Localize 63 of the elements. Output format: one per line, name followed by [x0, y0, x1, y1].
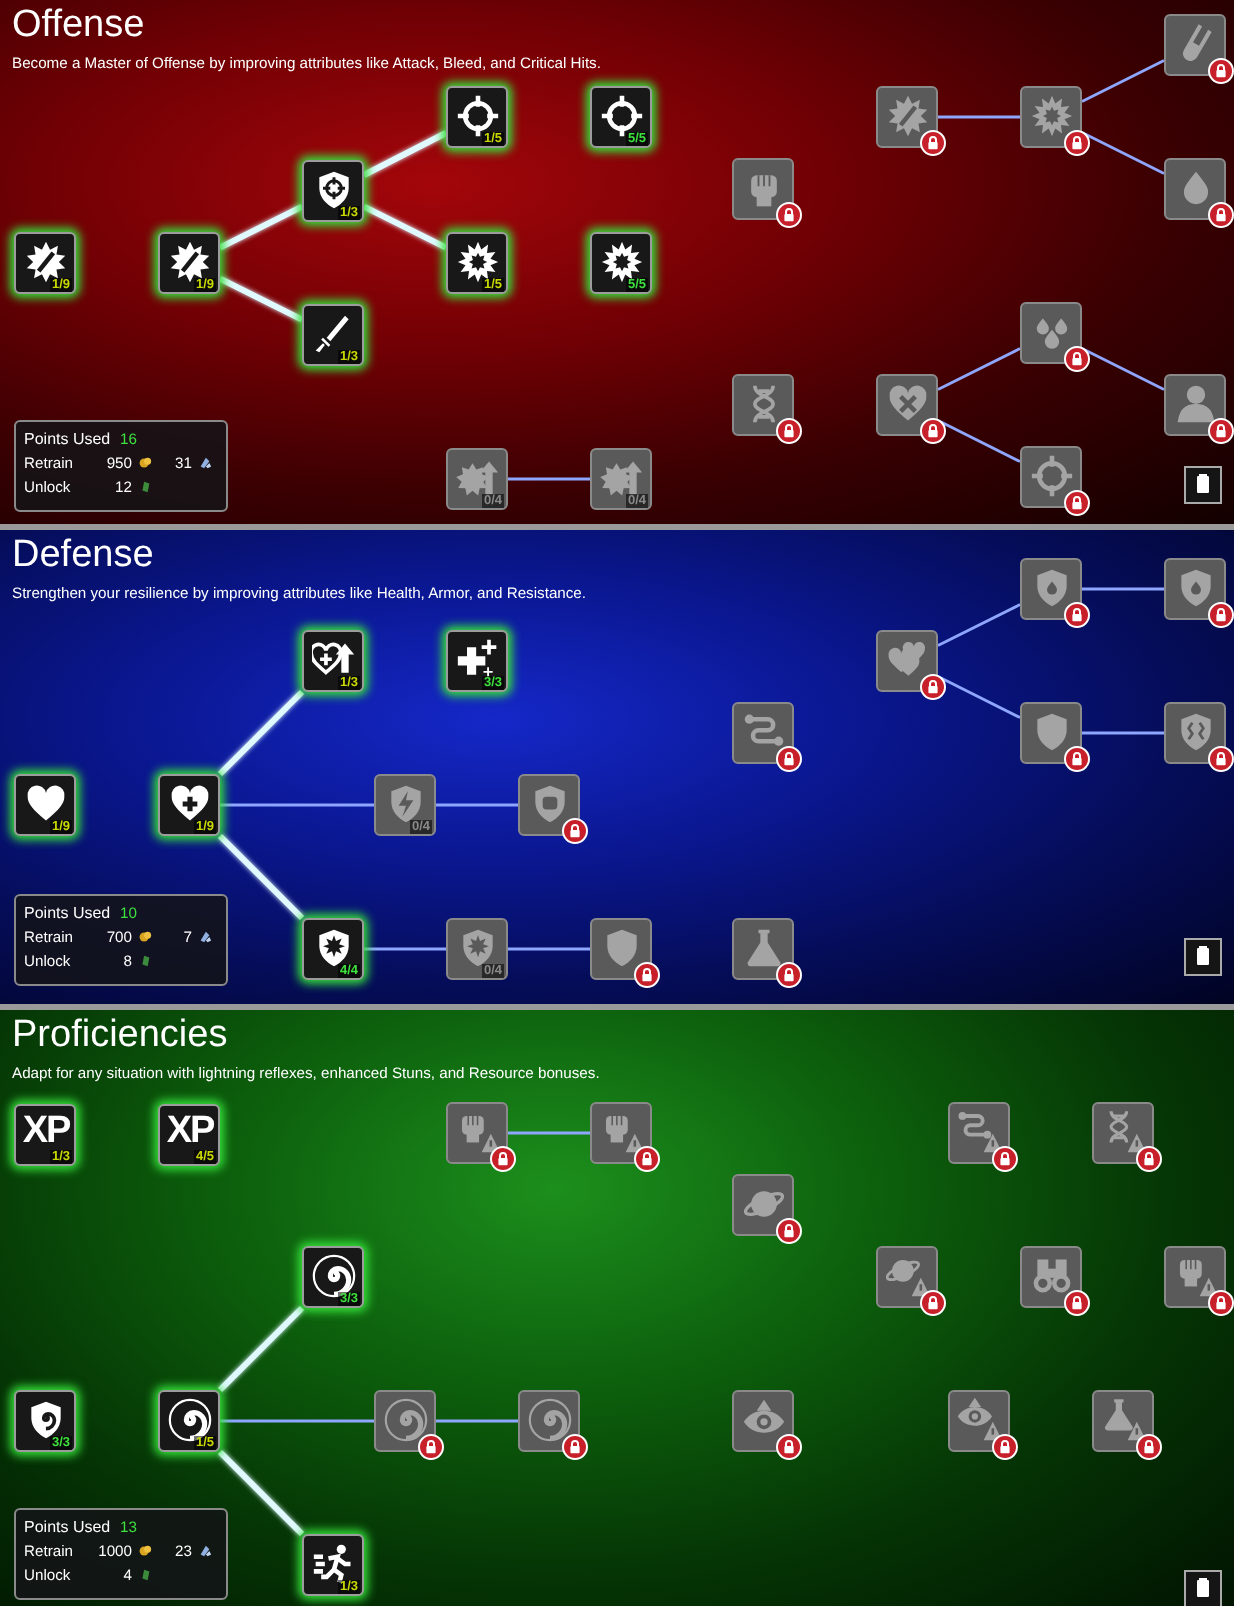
skill-tile: [158, 1104, 220, 1166]
skill-tile: [302, 630, 364, 692]
connector-line: [937, 347, 1021, 391]
skill-tile: [158, 1390, 220, 1452]
connector-line: [436, 1419, 518, 1423]
skill-tile: [302, 918, 364, 980]
panel-title: Defense: [12, 534, 154, 578]
connector-line: [217, 1449, 305, 1537]
connector-line: [218, 275, 304, 323]
connector-line: [508, 947, 590, 951]
skill-tree-panel: [0, 1010, 1234, 1606]
skill-tile: [446, 448, 508, 510]
stats-panel: [14, 420, 228, 512]
skill-tile: [590, 232, 652, 294]
stat-label: Points Used: [24, 904, 111, 922]
connector-line: [1082, 587, 1164, 591]
icon-text: XP: [164, 1112, 216, 1152]
icon-text: XP: [20, 1112, 72, 1152]
skill-tile: [158, 232, 220, 294]
connector-line: [218, 203, 304, 251]
connector-line: [1082, 731, 1164, 735]
connector-line: [937, 603, 1021, 647]
skill-tile: [14, 774, 76, 836]
connector-line: [364, 947, 446, 951]
stats-panel: [14, 1508, 228, 1600]
skill-tile: [446, 630, 508, 692]
skill-tile: [14, 1390, 76, 1452]
skill-tile: [14, 1104, 76, 1166]
skill-tile: [446, 232, 508, 294]
skill-tile: [374, 774, 436, 836]
skill-tree-panel: [0, 530, 1234, 1004]
connector-line: [362, 203, 448, 251]
connector-line: [362, 130, 448, 178]
connector-line: [220, 803, 374, 807]
connector-line: [1081, 59, 1165, 103]
connector-line: [508, 1131, 590, 1135]
skill-tile: [158, 774, 220, 836]
skill-tile: [302, 1534, 364, 1596]
stat-label: Points Used: [24, 430, 111, 448]
skill-tree-panel: [0, 0, 1234, 524]
connector-line: [217, 1305, 305, 1393]
connector-line: [217, 833, 305, 921]
skill-tile: [302, 1246, 364, 1308]
connector-line: [937, 419, 1021, 463]
skill-tile: [590, 448, 652, 510]
skill-tile: [14, 232, 76, 294]
skill-tile: [446, 86, 508, 148]
connector-line: [1081, 131, 1165, 175]
connector-line: [937, 675, 1021, 719]
stats-panel: [14, 894, 228, 986]
connector-line: [217, 689, 305, 777]
connector-line: [1081, 347, 1165, 391]
skill-tile: [302, 160, 364, 222]
connector-line: [938, 115, 1020, 119]
skill-tile: [590, 86, 652, 148]
stat-label: Points Used: [24, 1518, 111, 1536]
connector-line: [220, 1419, 374, 1423]
connector-line: [508, 477, 590, 481]
skill-tile: [302, 304, 364, 366]
connector-line: [436, 803, 518, 807]
panel-title: Proficiencies: [12, 1014, 228, 1058]
skill-tile: [446, 918, 508, 980]
panel-title: Offense: [12, 4, 145, 48]
